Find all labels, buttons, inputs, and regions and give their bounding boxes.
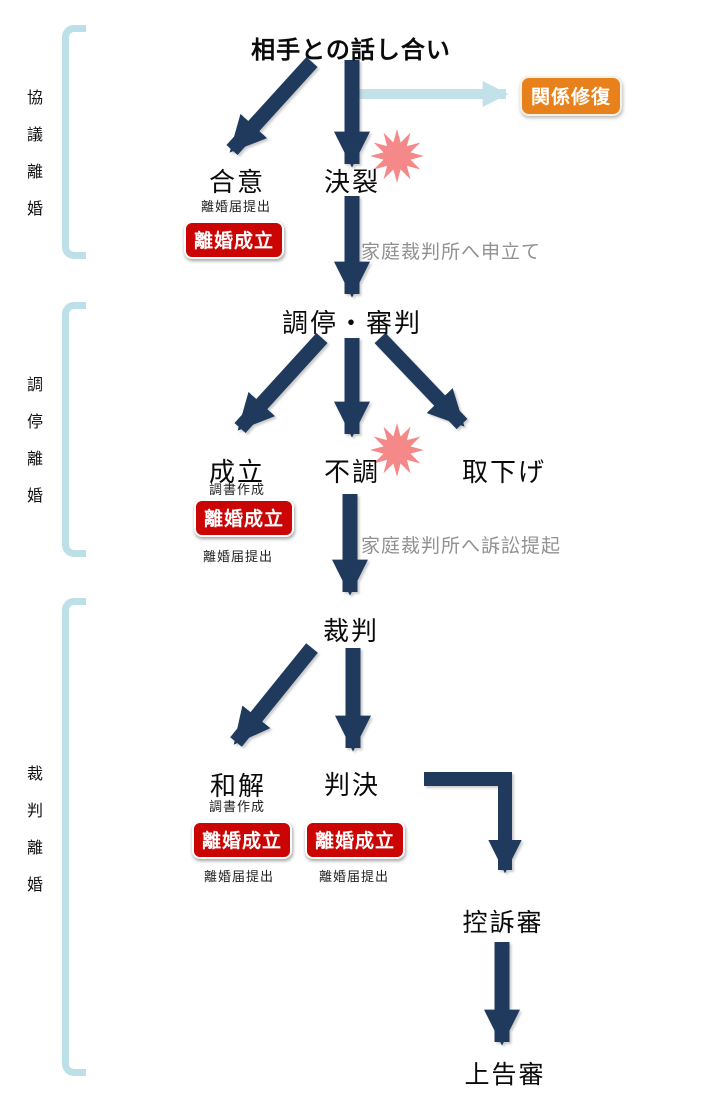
- section-char: 議: [26, 127, 43, 144]
- node-settlement: 和解: [209, 771, 267, 801]
- arrow-mediation-to-established-icon: [234, 332, 328, 434]
- label-create-record: 調書作成: [208, 482, 266, 497]
- section-char: 婚: [26, 488, 43, 505]
- node-agreement: 合意: [208, 167, 266, 197]
- node-final-appeal: 上告審: [464, 1061, 546, 1089]
- badge-divorce-established: 離婚成立: [304, 821, 406, 859]
- node-appeal-trial: 控訴審: [462, 909, 544, 937]
- flow-title: 相手との話し合い: [251, 37, 451, 64]
- node-relationship-repair: 関係修復: [519, 76, 623, 116]
- label-submit-notification: 離婚届提出: [200, 199, 272, 214]
- arrow-discussion-to-agreement-icon: [226, 56, 318, 156]
- node-breakdown: 決裂: [323, 167, 381, 197]
- section-label-saiban-rikon: 裁 判 離 婚: [20, 760, 50, 895]
- label-submit-notification: 離婚届提出: [202, 549, 274, 564]
- arrow-judgment-to-appeal-icon: [424, 772, 522, 874]
- node-mediation: 調停・審判: [281, 308, 423, 338]
- caption-petition-family-court: 家庭裁判所へ申立て: [360, 242, 542, 263]
- bracket-saiban-icon: [62, 598, 86, 1076]
- node-trial: 裁判: [322, 616, 380, 646]
- bracket-kyougi-icon: [62, 25, 86, 259]
- label-create-record: 調書作成: [208, 799, 266, 814]
- section-char: 協: [26, 90, 43, 107]
- section-char: 離: [26, 451, 43, 468]
- section-char: 裁: [26, 766, 43, 783]
- section-char: 婚: [26, 877, 43, 894]
- section-char: 離: [26, 840, 43, 857]
- section-char: 調: [26, 377, 43, 394]
- badge-divorce-established: 離婚成立: [193, 499, 295, 537]
- section-label-kyougi-rikon: 協 議 離 婚: [20, 84, 50, 219]
- section-label-chotei-rikon: 調 停 離 婚: [20, 371, 50, 506]
- arrow-mediation-to-withdrawal-icon: [374, 332, 468, 430]
- node-withdrawal: 取下げ: [461, 457, 547, 487]
- node-judgment: 判決: [323, 770, 381, 800]
- node-failed: 不調: [323, 457, 381, 487]
- label-submit-notification: 離婚届提出: [318, 869, 390, 884]
- section-char: 離: [26, 164, 43, 181]
- arrow-trial-to-settlement-icon: [230, 643, 318, 747]
- section-char: 婚: [26, 201, 43, 218]
- label-submit-notification: 離婚届提出: [203, 869, 275, 884]
- bracket-chotei-icon: [62, 302, 86, 557]
- node-established: 成立: [208, 457, 266, 487]
- caption-sue-family-court: 家庭裁判所へ訴訟提起: [360, 536, 562, 557]
- badge-divorce-established: 離婚成立: [183, 221, 285, 259]
- badge-divorce-established: 離婚成立: [191, 821, 293, 859]
- section-char: 判: [26, 803, 43, 820]
- section-char: 停: [26, 414, 43, 431]
